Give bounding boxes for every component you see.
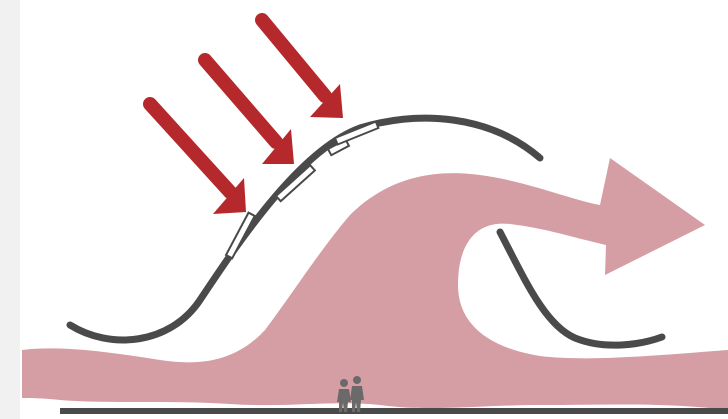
arrow-down-right-icon (262, 20, 343, 118)
sun-arrow-2 (205, 60, 294, 164)
solar-panel-1 (226, 213, 255, 259)
arrow-down-right-icon (150, 104, 246, 214)
ground-line (60, 408, 728, 414)
arrow-down-right-icon (205, 60, 294, 164)
sun-arrow-1 (150, 104, 246, 214)
sun-arrow-3 (262, 20, 343, 118)
airflow-shape (22, 158, 728, 410)
